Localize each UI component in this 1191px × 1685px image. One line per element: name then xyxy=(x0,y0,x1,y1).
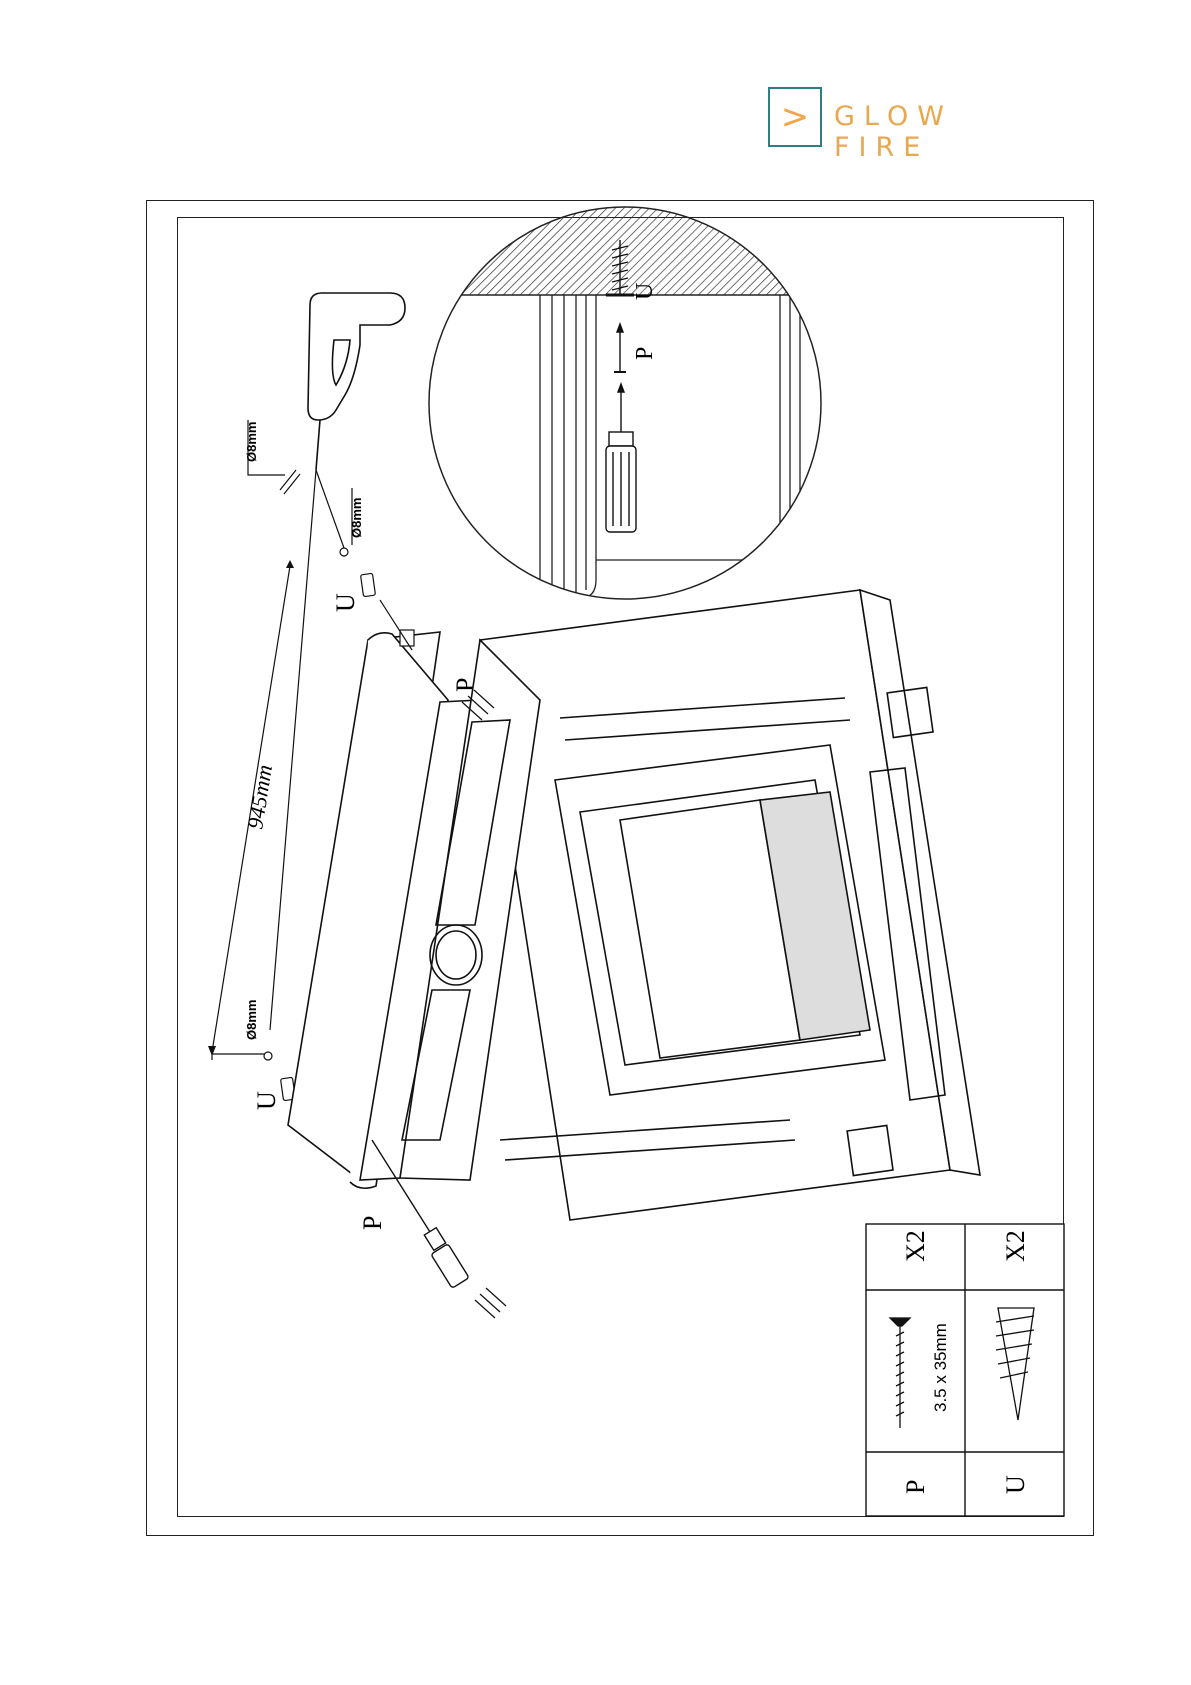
parts-table xyxy=(866,1224,1064,1516)
part-u-quantity: X2 xyxy=(1001,1230,1030,1262)
part-p-description: 3.5 x 35mm xyxy=(931,1323,950,1412)
detail-magnified-view: U P xyxy=(420,200,840,599)
drill-icon xyxy=(308,293,405,470)
detail-label-p: P xyxy=(632,347,658,360)
drill-size-label-left: Ø8mm xyxy=(244,1000,259,1040)
wall-label-u-top: U xyxy=(331,593,360,612)
ceiling-hatch xyxy=(420,200,840,295)
fireplace-mantel xyxy=(288,590,980,1220)
drill-size-label-top: Ø8mm xyxy=(244,422,259,462)
part-u-label: U xyxy=(1001,1475,1030,1494)
bracket-label-p-bottom: P xyxy=(358,1216,387,1230)
detail-label-u: U xyxy=(632,283,658,300)
dimension-label: 945mm xyxy=(242,763,277,831)
part-p-quantity: X2 xyxy=(901,1230,930,1262)
mantel-edge-detail xyxy=(540,295,840,598)
hand-arrow-icon-bottom xyxy=(475,1288,506,1318)
wall-plug-icon-top xyxy=(361,573,376,596)
part-p-label: P xyxy=(901,1480,930,1494)
screwdriver-detail xyxy=(606,384,636,532)
drill-size-label-right: Ø8mm xyxy=(349,498,364,538)
screw-p-detail xyxy=(614,324,626,372)
wall-label-u-bottom: U xyxy=(252,1091,281,1110)
